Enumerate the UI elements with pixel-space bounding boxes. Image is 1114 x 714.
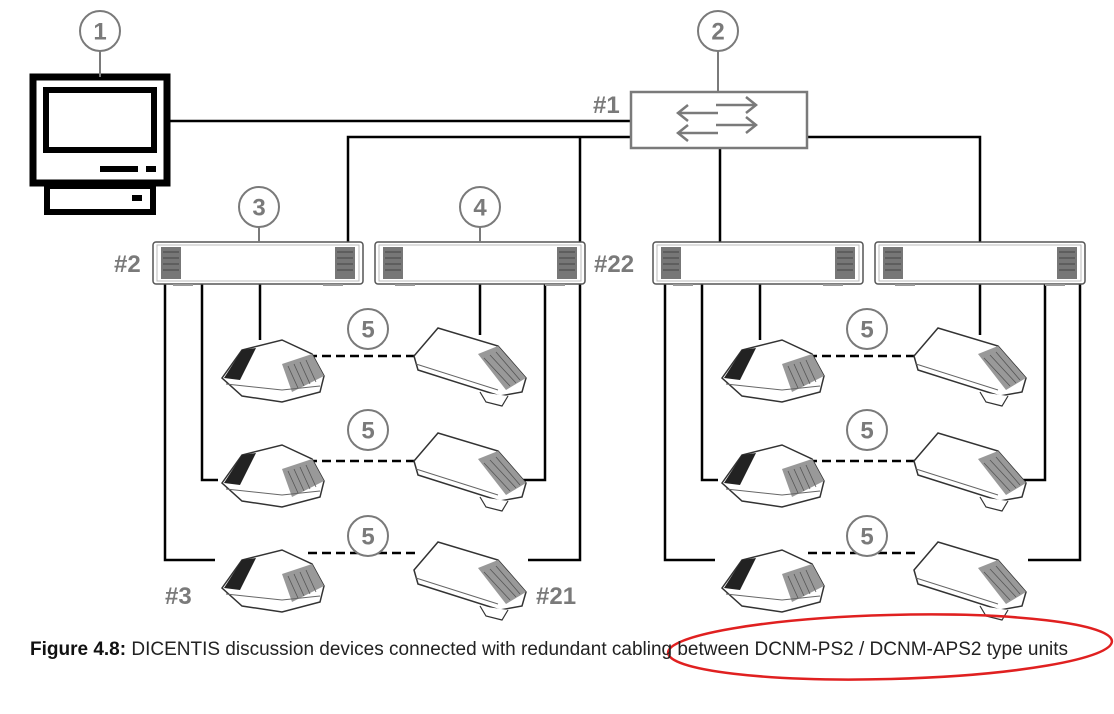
callout-number: 3: [252, 195, 265, 222]
figure-caption: Figure 4.8: DICENTIS discussion devices …: [30, 632, 1110, 668]
callout-number: 5: [860, 317, 873, 344]
callout-number: 4: [473, 195, 487, 222]
discussion-device-icon: [913, 432, 1027, 512]
callout-5: 5: [347, 409, 389, 451]
computer-icon: [29, 73, 171, 215]
callout-number: 5: [860, 524, 873, 551]
callout-5: 5: [846, 409, 888, 451]
discussion-device-icon: [413, 327, 527, 407]
callout-2: 2: [697, 10, 739, 92]
caption-text: DICENTIS discussion devices connected wi…: [126, 639, 1069, 660]
label-last-device: #21: [536, 583, 576, 610]
power-supply-unit-icon: [152, 241, 364, 286]
network-switch-icon: [629, 90, 809, 150]
callout-3: 3: [238, 186, 280, 242]
discussion-device-icon: [221, 444, 325, 508]
callout-5: 5: [846, 515, 888, 557]
device-links: [308, 354, 920, 555]
power-supply-unit-icon: [652, 241, 864, 286]
callout-number: 5: [361, 317, 374, 344]
callout-5: 5: [846, 308, 888, 350]
callout-number: 5: [361, 524, 374, 551]
discussion-device-icon: [221, 339, 325, 403]
callout-number: 2: [711, 19, 724, 46]
callout-4: 4: [459, 186, 501, 242]
callout-5: 5: [347, 308, 389, 350]
discussion-device-icon: [721, 339, 825, 403]
discussion-device-icon: [721, 444, 825, 508]
label-first-device: #3: [165, 583, 192, 610]
callout-number: 1: [93, 19, 106, 46]
callout-number: 5: [361, 418, 374, 445]
callout-number: 5: [860, 418, 873, 445]
cables: [163, 119, 1082, 562]
callout-1: 1: [79, 10, 121, 77]
discussion-device-icon: [221, 549, 325, 613]
power-supply-unit-icon: [374, 241, 586, 286]
label-switch-number: #1: [593, 92, 620, 119]
discussion-device-icon: [721, 549, 825, 613]
discussion-device-icon: [413, 541, 527, 621]
discussion-device-icon: [913, 541, 1027, 621]
label-second-group-power-supply: #22: [594, 251, 634, 278]
power-supply-unit-icon: [874, 241, 1086, 286]
label-first-power-supply: #2: [114, 251, 141, 278]
discussion-device-icon: [413, 432, 527, 512]
discussion-device-icon: [913, 327, 1027, 407]
highlight-ellipse: [666, 613, 1114, 681]
caption-label: Figure 4.8:: [30, 639, 127, 660]
callout-5: 5: [347, 515, 389, 557]
